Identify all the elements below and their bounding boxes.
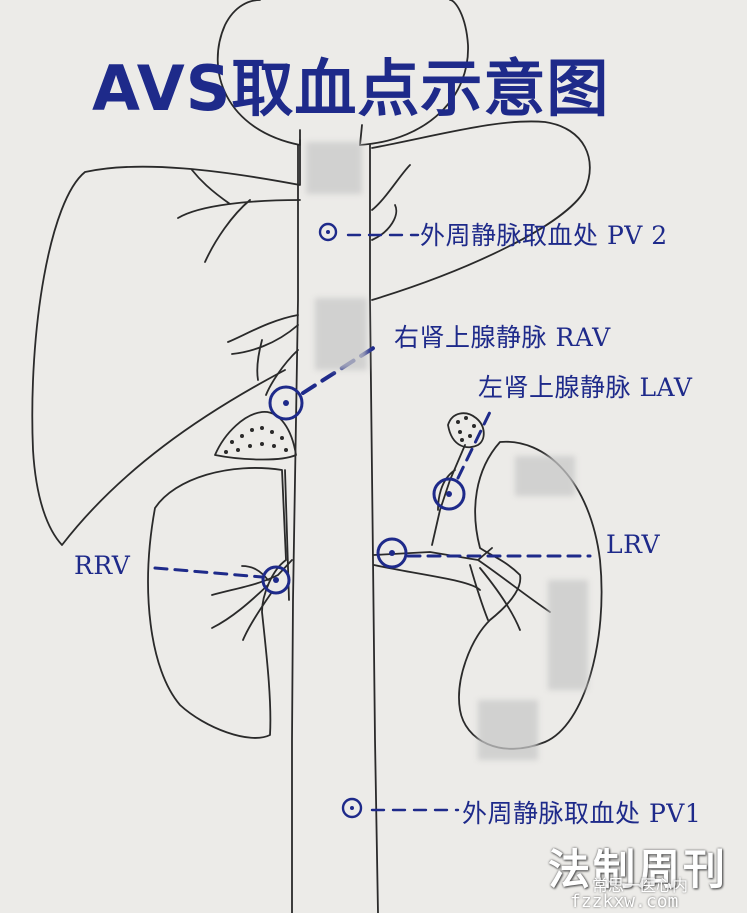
left-renal-vein-lower [373,564,481,591]
watermark-account: 常思一医心内 [592,876,689,895]
lav-leader [456,410,492,480]
right-kidney [147,467,287,739]
blur-patch [306,142,362,194]
rrv-marker [261,565,291,595]
blur-patch [315,298,367,370]
watermark-url: fzzkxw.com [570,891,679,912]
label-rav: 右肾上腺静脉 RAV [394,323,611,352]
ivc-left-wall [291,144,299,913]
hepatic-vein-2 [371,164,411,241]
lav-marker [432,477,466,511]
blur-patch [515,456,575,496]
heart-outline [216,0,469,146]
right-renal-vein [211,559,293,641]
pv2-marker [318,222,338,242]
label-pv1: 外周静脉取血处 PV1 [462,799,702,828]
gland-stipple [224,416,476,454]
page-title: AVS取血点示意图 [92,52,610,125]
hepatic-vein-1 [177,169,301,263]
label-lav: 左肾上腺静脉 LAV [478,373,693,402]
rrv-leader [153,566,264,579]
liver-outline [31,139,301,546]
lrv-marker [376,537,408,569]
right-adrenal-gland [214,411,297,461]
liver-right-lobe [371,120,591,301]
left-kidney [458,440,603,750]
pv1-marker [341,797,363,819]
right-adrenal-branches [227,314,299,396]
watermark-logo: 法制周刊 [548,845,729,894]
left-renal-vein [373,547,551,631]
rav-marker [268,385,304,421]
ivc-right-wall [369,144,379,913]
left-adrenal-gland [447,412,485,449]
left-adrenal-vein [431,444,466,546]
blur-patch [548,580,588,690]
label-pv2: 外周静脉取血处 PV 2 [420,221,668,250]
blur-patch [478,700,538,760]
label-lrv: LRV [606,530,661,559]
label-rrv: RRV [74,551,131,580]
